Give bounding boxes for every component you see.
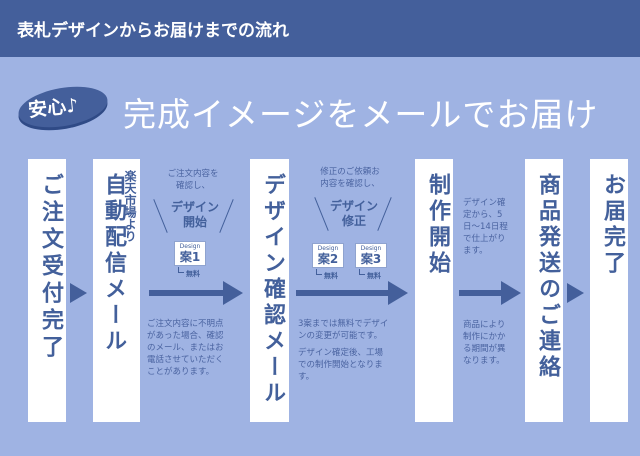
step-label: ご注文受付完了 (38, 173, 63, 362)
step-order-received: ご注文受付完了 (28, 159, 66, 422)
note-line: ご注文内容に不明点 (147, 319, 224, 329)
intro-line: 修正のご依頼お (320, 167, 380, 177)
banner-title: 完成イメージをメールでお届け (123, 95, 599, 134)
free-connector-icon (316, 269, 322, 275)
step-label: 商品発送のご連絡 (535, 173, 560, 381)
action-line: 修正 (341, 214, 366, 228)
note-line: ンの変更が可能です。 (298, 331, 383, 341)
card-caption: Design (317, 245, 339, 252)
badge-label: 安心♪ (27, 94, 80, 122)
free-connector-icon (359, 269, 365, 275)
step-shipping-notice: 商品発送のご連絡 (525, 159, 563, 422)
card-number: 案1 (179, 250, 201, 264)
anshin-badge: 安心♪ (15, 83, 111, 131)
action-line: 開始 (182, 215, 207, 229)
card-caption: Design (179, 243, 201, 250)
note-line: があった場合、確認 (147, 331, 224, 341)
step-label: デザイン確認メール (260, 173, 285, 407)
card-number: 案3 (360, 252, 382, 266)
note-line: のメール、またはお (147, 343, 224, 353)
note-line: 日〜14日程 (463, 222, 508, 232)
card-caption: Design (360, 245, 382, 252)
design-card-2: Design 案2 (312, 243, 344, 268)
page-title: 表札デザインからお届けまでの流れ (17, 21, 289, 41)
stage2-action: デザイン 修正 (320, 199, 388, 229)
step-auto-mail: 自動配信メール 楽天市場より (93, 159, 140, 422)
stage1-action: デザイン 開始 (163, 200, 227, 230)
note-line: で仕上がり (463, 234, 506, 244)
action-line: デザイン (170, 200, 219, 214)
design-card-1: Design 案1 (174, 241, 206, 266)
flow-arrow-icon (296, 281, 408, 305)
intro-line: 内容を確認し、 (320, 179, 380, 189)
step-label: お届完了 (600, 173, 625, 277)
stage2-note-free: 3案までは無料でデザイ ンの変更が可能です。 (298, 318, 410, 342)
stage1-intro: ご注文内容を 確認し、 (148, 168, 238, 192)
note-line: デザイン確定後、工場 (298, 348, 384, 358)
note-line: る期間が異 (463, 344, 506, 354)
stage2-note-confirm: デザイン確定後、工場 での制作開始となりま す。 (298, 347, 410, 383)
step-sublabel: 楽天市場より (123, 170, 137, 242)
stage2-intro: 修正のご依頼お 内容を確認し、 (305, 166, 395, 190)
stage3-note-duration: デザイン確 定から、5 日〜14日程 で仕上がり ます。 (463, 197, 523, 257)
note-line: 電話させていただく (147, 355, 224, 365)
action-line: デザイン (329, 199, 378, 213)
stage3-note-varies: 商品により 制作にかか る期間が異 なります。 (463, 319, 523, 367)
header-bar: 表札デザインからお届けまでの流れ (0, 0, 640, 57)
badge-ellipse-icon (18, 86, 108, 131)
note-line: 定から、5 (463, 210, 503, 220)
note-line: での制作開始となりま (298, 360, 383, 370)
note-line: なります。 (463, 356, 505, 366)
note-line: 制作にかか (463, 332, 506, 342)
note-line: す。 (298, 372, 315, 382)
step-production-start: 制作開始 (415, 159, 453, 422)
card-number: 案2 (317, 252, 339, 266)
flow-arrow-icon (459, 281, 521, 305)
free-label: 無料 (186, 270, 200, 278)
stage1-note: ご注文内容に不明点 があった場合、確認 のメール、またはお 電話させていただく … (147, 318, 247, 378)
intro-line: 確認し、 (175, 181, 210, 191)
free-connector-icon (178, 267, 184, 273)
step-label: 制作開始 (425, 173, 450, 277)
triangle-arrow-icon (567, 283, 584, 303)
note-line: デザイン確 (463, 198, 506, 208)
flow-arrow-icon (149, 281, 243, 305)
design-card-3: Design 案3 (355, 243, 387, 268)
free-label: 無料 (324, 272, 338, 280)
note-line: ことがあります。 (147, 367, 215, 377)
note-line: 3案までは無料でデザイ (298, 319, 389, 329)
triangle-arrow-icon (70, 283, 87, 303)
note-line: 商品により (463, 320, 506, 330)
step-design-confirm-mail: デザイン確認メール (250, 159, 289, 422)
intro-line: ご注文内容を (167, 169, 219, 179)
step-label: 自動配信メール (101, 173, 126, 355)
free-label: 無料 (367, 272, 381, 280)
step-delivered: お届完了 (590, 159, 628, 422)
note-line: ます。 (463, 246, 488, 256)
